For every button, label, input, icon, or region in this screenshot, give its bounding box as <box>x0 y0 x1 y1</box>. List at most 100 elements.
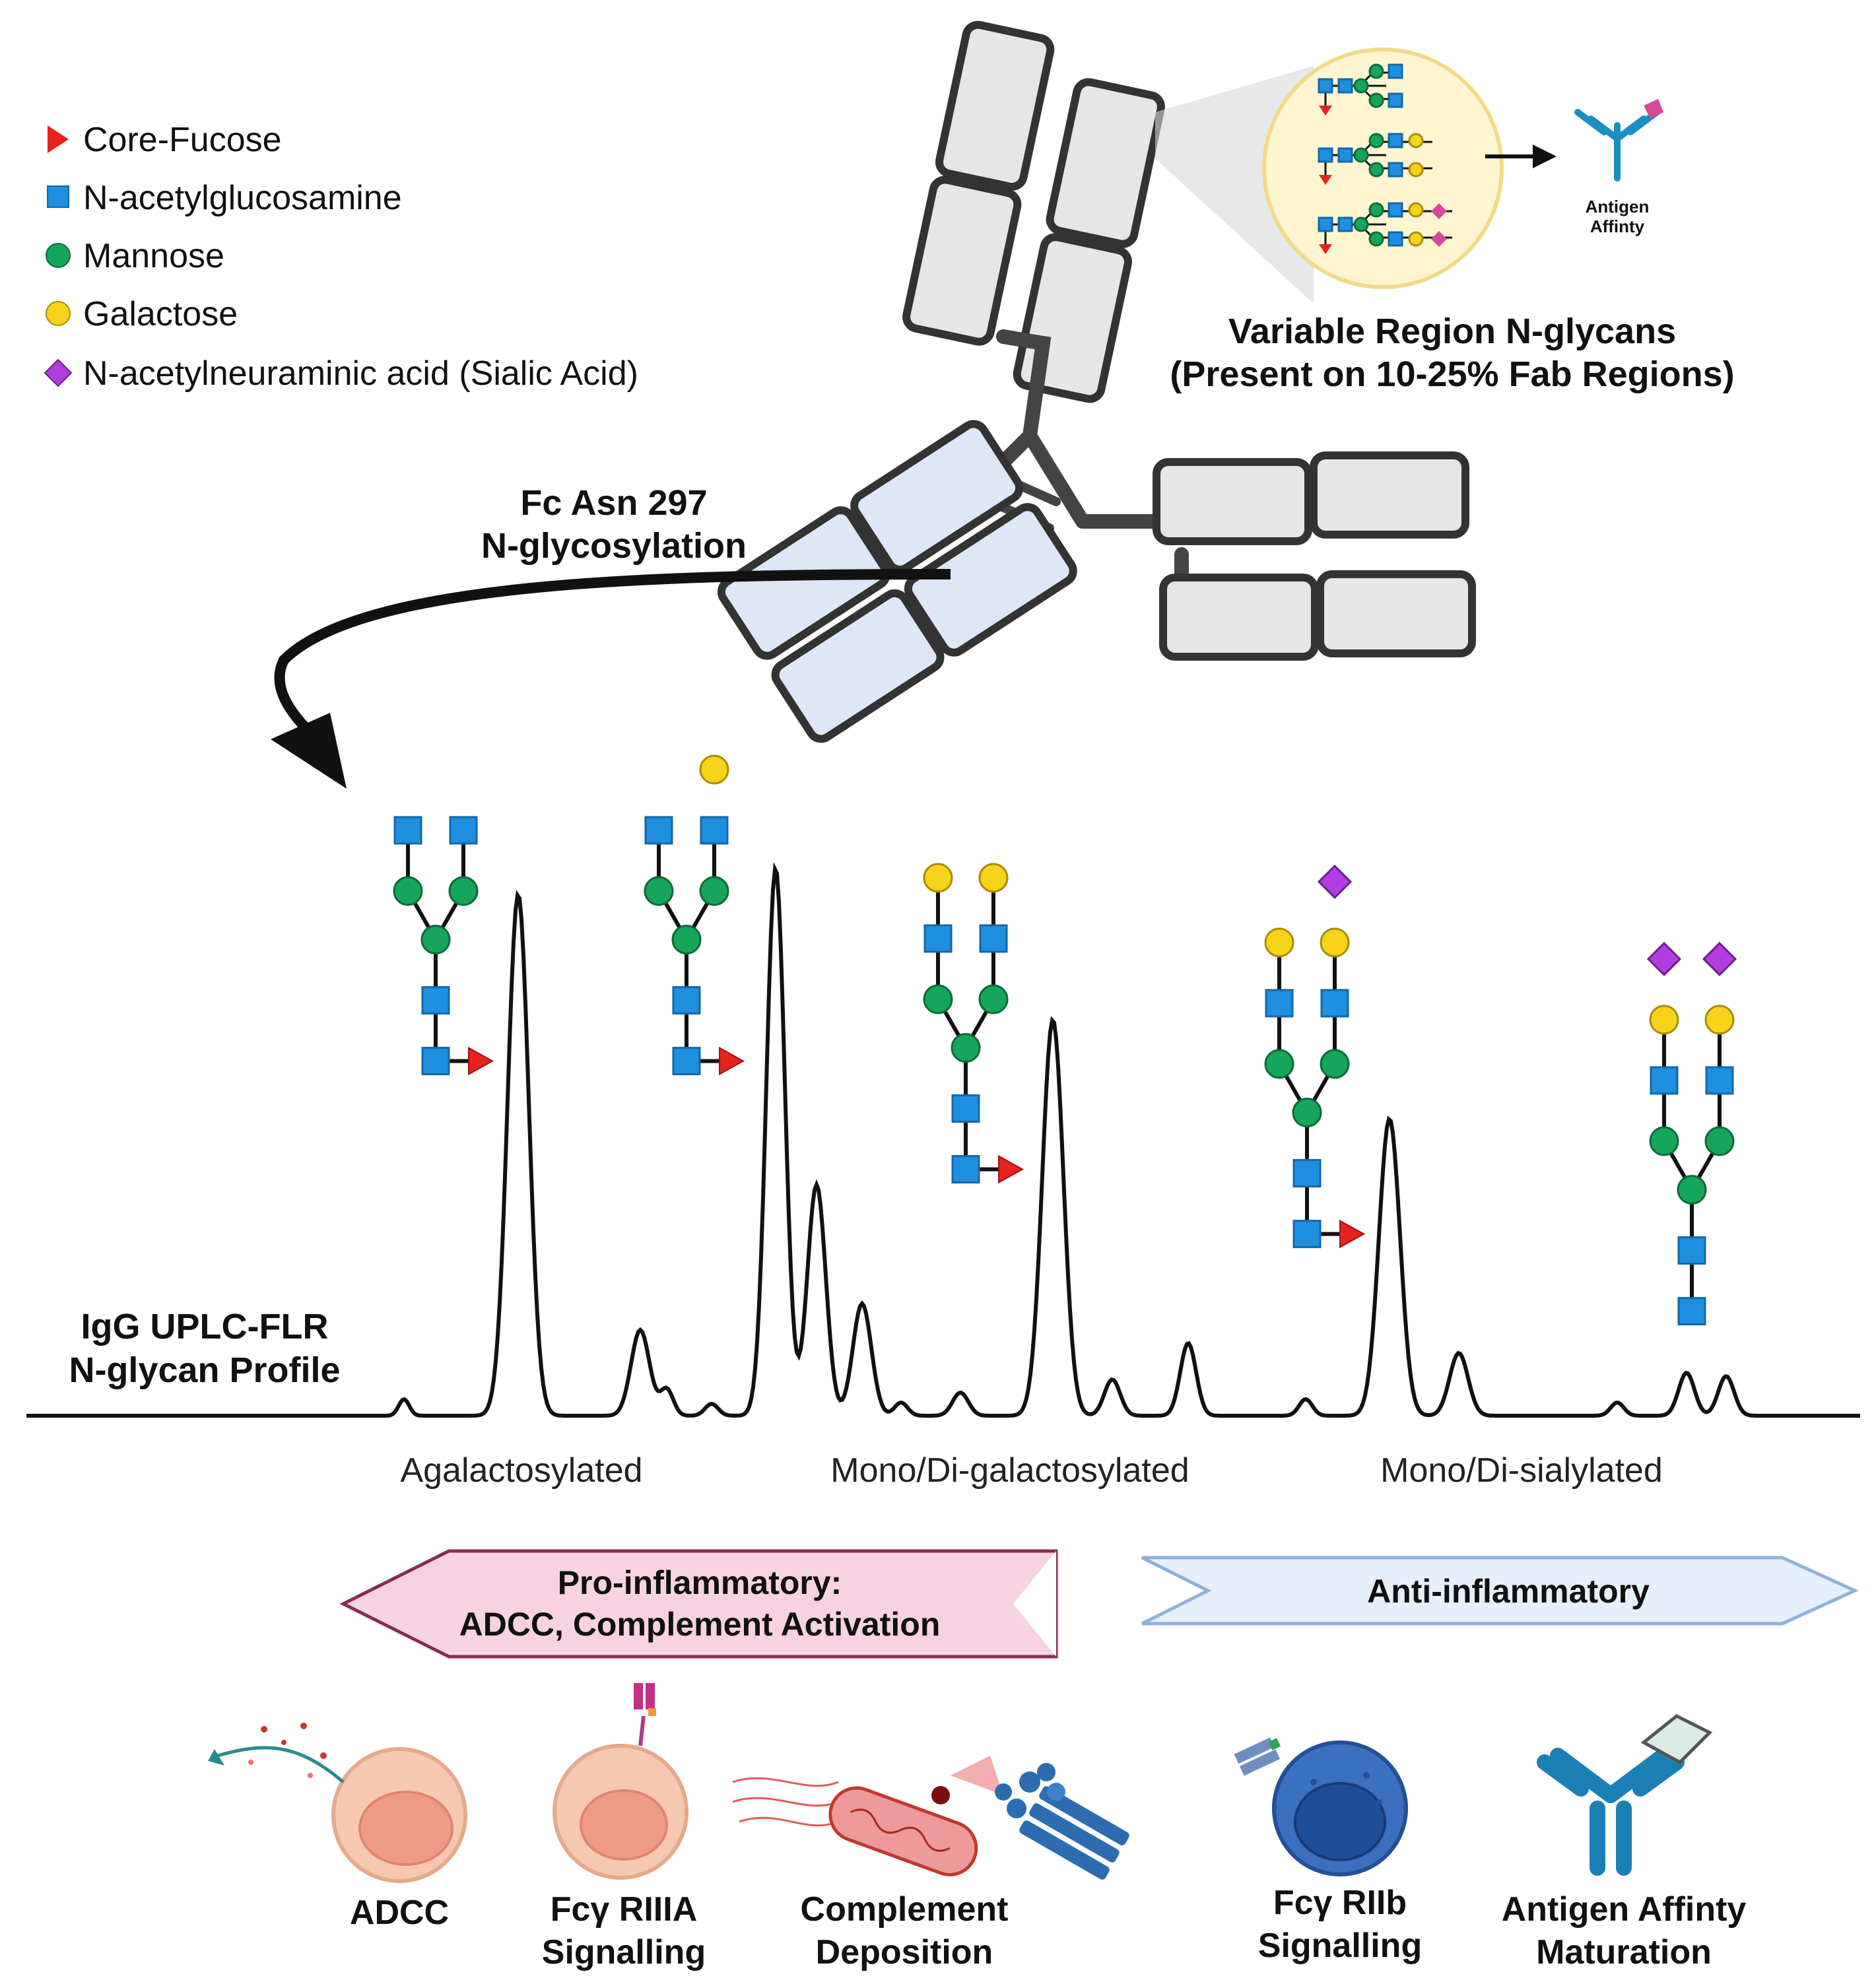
legend-label: Mannose <box>83 237 224 275</box>
mannose-symbol-icon <box>1292 1098 1322 1128</box>
profile-title-line1: IgG UPLC-FLR <box>81 1307 329 1346</box>
glcnac-symbol-icon <box>672 1047 701 1076</box>
fucose-symbol-icon <box>998 1154 1024 1184</box>
group-label-galactosylated: Mono/Di-galactosylated <box>830 1451 1189 1490</box>
variable-region-subtitle: (Present on 10-25% Fab Regions) <box>1170 354 1734 394</box>
anti-banner-label: Anti-inflammatory <box>1367 1573 1650 1610</box>
galactose-symbol-icon <box>1649 1005 1679 1035</box>
galactose-symbol-icon <box>1704 1005 1735 1035</box>
mannose-symbol-icon <box>671 925 702 955</box>
mannose-symbol-icon <box>923 984 953 1014</box>
glcnac-symbol-icon <box>1292 1220 1322 1249</box>
group-label-sialylated: Mono/Di-sialylated <box>1380 1451 1663 1490</box>
variable-region-title: Variable Region N-glycans <box>1228 312 1676 351</box>
glcnac-symbol-icon <box>923 924 953 953</box>
galactose-symbol-icon <box>1264 927 1294 958</box>
profile-title-line2: N-glycan Profile <box>69 1350 340 1390</box>
glcnac-symbol-icon <box>421 1047 450 1076</box>
variable-region-zoom: Antigen Affinty <box>1155 48 1663 304</box>
legend-item-mannose: Mannose <box>46 237 224 275</box>
effect-fcgr3a-line2: Signalling <box>542 1933 706 1971</box>
glcnac-symbol-icon <box>700 816 729 845</box>
glcnac-symbol-icon <box>421 986 450 1015</box>
glycan-structures <box>393 754 1737 1326</box>
pro-inflammatory-banner: Pro-inflammatory: ADCC, Complement Activ… <box>339 1549 1058 1659</box>
mannose-symbol-icon <box>1704 1126 1735 1156</box>
sialic-symbol-icon <box>1317 864 1353 900</box>
right-fab-arm <box>1153 451 1476 661</box>
mini-glycan-2 <box>1318 133 1432 185</box>
effect-complement-line1: Complement <box>801 1890 1009 1929</box>
legend-label: Core-Fucose <box>83 121 282 159</box>
galactose-symbol-icon <box>46 301 71 326</box>
antigen-antibody-icon <box>1574 99 1663 182</box>
fc-site-label-line1: Fc Asn 297 <box>520 483 707 523</box>
legend-item-fucose: Core-Fucose <box>48 121 282 159</box>
glcnac-symbol-icon <box>1320 989 1349 1018</box>
mini-glycan-1 <box>1318 63 1403 116</box>
complement-protein-icon <box>995 1763 1129 1880</box>
effect-complement-line2: Deposition <box>816 1933 993 1971</box>
glcnac-symbol-icon <box>1265 989 1294 1018</box>
glcnac-symbol-icon <box>644 816 673 845</box>
sialic-symbol-icon <box>1702 941 1737 977</box>
effect-fcgr3a-line1: Fcγ RIIIA <box>551 1890 698 1929</box>
mannose-symbol-icon <box>1320 1049 1350 1079</box>
galactose-symbol-icon <box>699 754 729 785</box>
glcnac-symbol-icon <box>47 185 69 208</box>
mannose-symbol-icon <box>951 1033 981 1063</box>
glcnac-symbol-icon <box>1705 1066 1734 1095</box>
glcnac-symbol-icon <box>1677 1297 1706 1326</box>
mannose-symbol-icon <box>420 925 451 955</box>
effect-adcc-label: ADCC <box>350 1894 449 1932</box>
antigen-label-line2: Affinty <box>1590 216 1645 236</box>
legend-item-sialic: N-acetylneuraminic acid (Sialic Acid) <box>44 354 638 393</box>
fc-site-label-line2: N-glycosylation <box>481 526 747 566</box>
glcnac-symbol-icon <box>1677 1236 1706 1265</box>
fc-to-profile-arrow <box>274 569 951 737</box>
legend-label: Galactose <box>83 295 238 333</box>
effect-fcgr2b-line2: Signalling <box>1258 1927 1422 1965</box>
legend-label: N-acetylneuraminic acid (Sialic Acid) <box>83 354 638 393</box>
glcnac-symbol-icon <box>951 1094 980 1123</box>
legend: Core-Fucose N-acetylglucosamine Mannose … <box>44 121 638 393</box>
adcc-cell-icon <box>208 1723 467 1883</box>
glcnac-symbol-icon <box>393 816 422 845</box>
chromatogram-trace <box>26 862 1860 1418</box>
galactose-symbol-icon <box>1320 927 1350 958</box>
galactose-symbol-icon <box>923 863 953 893</box>
sialic-symbol-icon <box>44 358 73 387</box>
mannose-symbol-icon <box>978 984 1009 1014</box>
galactose-symbol-icon <box>978 863 1009 893</box>
mannose-symbol-icon <box>393 876 423 906</box>
glcnac-symbol-icon <box>1650 1066 1679 1095</box>
mannose-symbol-icon <box>1677 1175 1707 1205</box>
fc-region <box>717 420 1077 743</box>
fucose-symbol-icon <box>1339 1219 1366 1249</box>
fcgr3a-cell-icon <box>553 1683 688 1880</box>
fucose-symbol-icon <box>468 1046 494 1076</box>
arrowhead-icon <box>271 713 347 789</box>
mannose-symbol-icon <box>644 876 674 906</box>
mannose-symbol-icon <box>448 876 479 906</box>
sialic-symbol-icon <box>1646 941 1682 977</box>
pro-banner-line2: ADCC, Complement Activation <box>459 1606 941 1643</box>
effect-affinity-line1: Antigen Affinty <box>1502 1890 1747 1929</box>
mannose-symbol-icon <box>699 876 729 906</box>
complement-bacterium-icon <box>732 1756 1003 1876</box>
group-label-agalactosylated: Agalactosylated <box>400 1451 642 1490</box>
anti-inflammatory-banner: Anti-inflammatory <box>1141 1556 1859 1626</box>
mannose-symbol-icon <box>1264 1049 1294 1079</box>
glcnac-symbol-icon <box>449 816 478 845</box>
glcnac-symbol-icon <box>979 924 1008 953</box>
antibody-illustration <box>717 20 1476 743</box>
pro-banner-line1: Pro-inflammatory: <box>558 1564 842 1601</box>
antigen-label-line1: Antigen <box>1586 197 1650 216</box>
glcnac-symbol-icon <box>672 986 701 1015</box>
mannose-symbol-icon <box>1649 1126 1679 1156</box>
effect-fcgr2b-line1: Fcγ RIIb <box>1273 1884 1407 1922</box>
glcnac-symbol-icon <box>1292 1159 1322 1188</box>
fcgr2b-cell-icon <box>1234 1737 1408 1876</box>
glcnac-symbol-icon <box>951 1155 980 1184</box>
